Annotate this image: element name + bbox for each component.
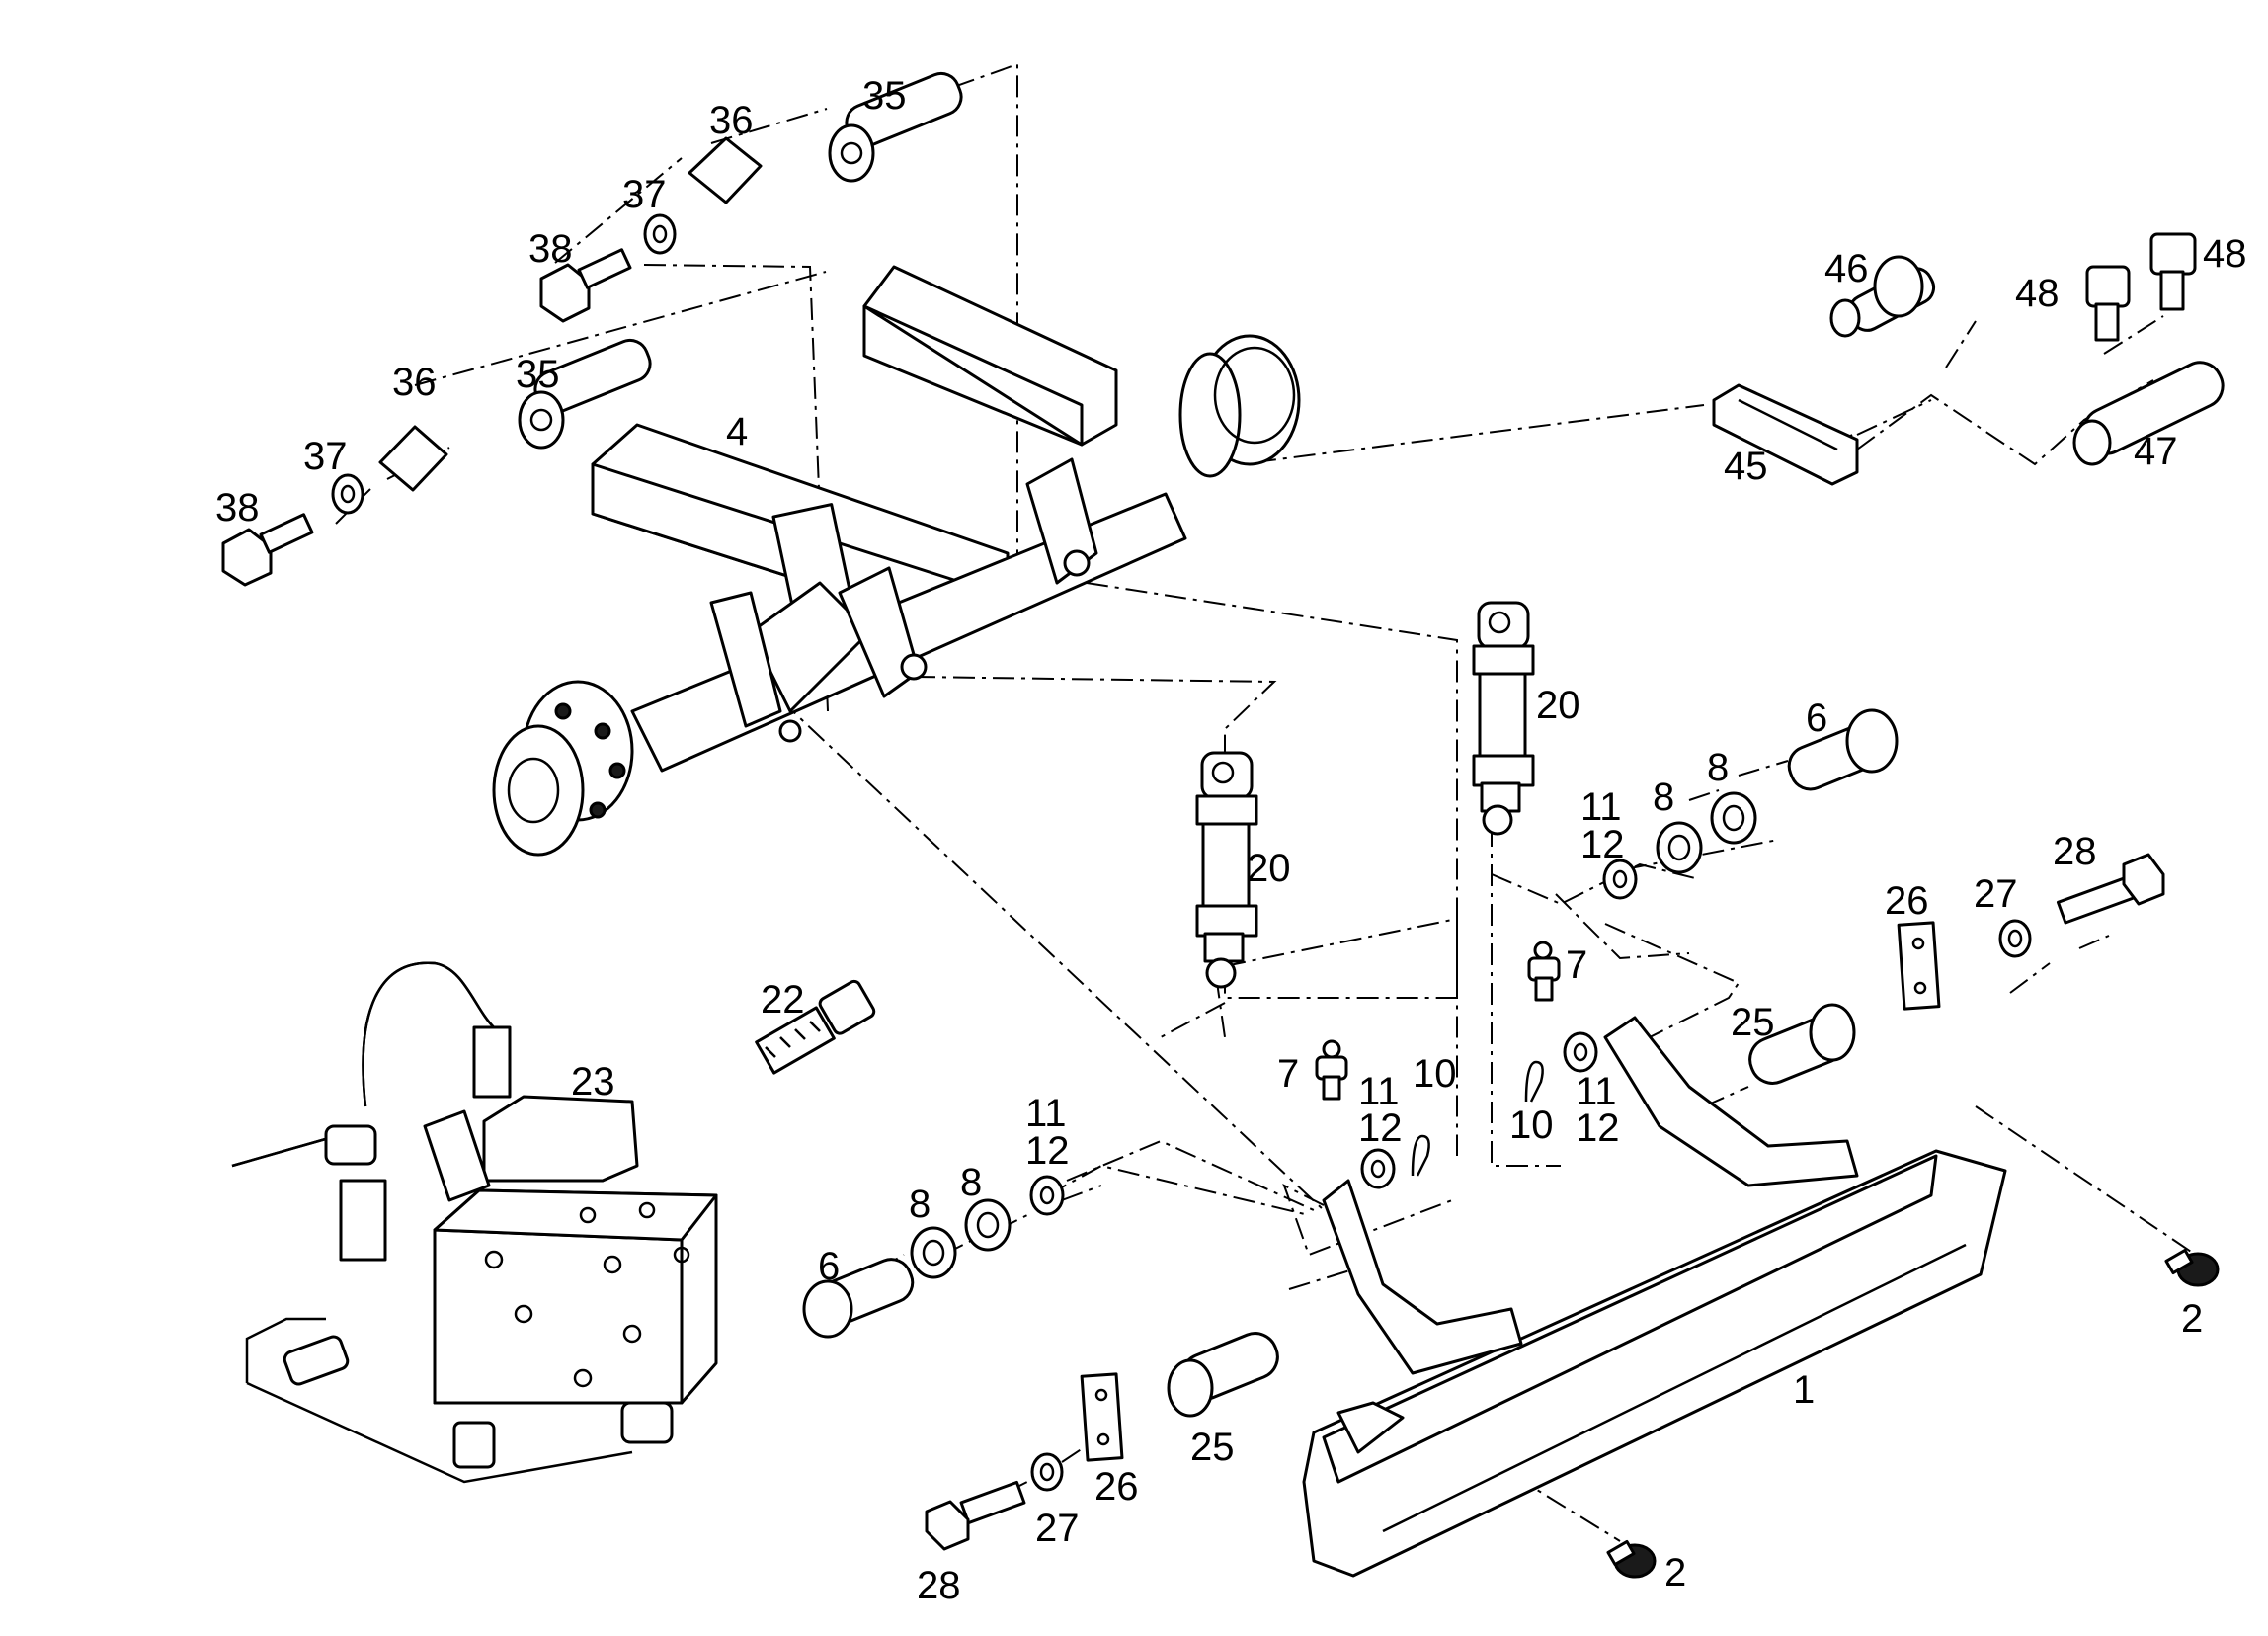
axle-assembly [492,265,1301,857]
callout-12-b: 12 [1358,1106,1403,1150]
callout-8-right-a: 8 [1707,746,1729,789]
grease-fitting-48b [2149,232,2197,311]
bushing-8-right-b [1656,821,1703,874]
pin-clip-10-right [1524,1060,1544,1103]
callout-37-lower: 37 [303,435,348,478]
cylinder-20-left [1195,751,1258,989]
pin-25-left [1167,1332,1279,1418]
callout-2-bottom: 2 [1664,1551,1686,1595]
callout-2-right: 2 [2181,1297,2203,1341]
bushing-8-right-a [1710,791,1757,845]
callout-26-left: 26 [1094,1465,1139,1509]
blade-arm-right [1603,1016,1859,1187]
grease-nipple-7-right [1527,941,1561,1002]
callout-7-right: 7 [1566,943,1587,987]
callout-6-right: 6 [1806,696,1827,740]
callout-12-c: 12 [1025,1129,1070,1173]
callout-8-left-a: 8 [909,1183,931,1226]
callout-48-left: 48 [2015,272,2060,315]
callout-36-upper: 36 [709,99,754,142]
callout-7-left: 7 [1277,1052,1299,1096]
pin-35-lower [518,338,652,450]
callout-47: 47 [2134,430,2178,473]
grease-fitting-48a [2085,265,2131,342]
washer-11-12-right-b [1563,1031,1598,1073]
callout-35-upper: 35 [862,74,907,118]
washer-11-12-right [1602,859,1638,900]
callout-23: 23 [571,1060,615,1104]
callout-25-right: 25 [1731,1001,1775,1044]
callout-36-lower: 36 [392,361,437,404]
plate-36-lower [378,425,448,492]
bushing-8-left-b [964,1198,1012,1252]
washer-27-right [1998,919,2032,958]
bolt-38-lower [221,513,314,587]
hose-fitting-22 [755,979,876,1075]
callout-27-right: 27 [1974,872,2018,916]
bolt-38-upper [539,248,632,323]
washer-37-upper [643,213,677,255]
callout-6-left: 6 [818,1245,840,1288]
pin-35-upper [828,71,963,183]
callout-45: 45 [1724,445,1768,488]
washer-37-lower [331,473,364,515]
callout-48-right: 48 [2203,232,2247,276]
callout-10-left: 10 [1509,1104,1554,1147]
callout-20-right: 20 [1536,684,1580,727]
callout-11-a: 11 [1580,785,1622,829]
washer-11-12-left-b [1360,1148,1396,1189]
callout-26-right: 26 [1885,879,1929,923]
pin-25-right [1748,1003,1856,1085]
pin-clip-10-left [1411,1134,1430,1177]
bolt-28-left [925,1480,1026,1551]
callout-11-b: 11 [1358,1070,1400,1113]
callout-28-right: 28 [2053,830,2097,873]
blade-1 [1302,1149,2007,1578]
callout-38-upper: 38 [528,227,573,271]
washer-11-12-left [1029,1175,1065,1216]
callout-20-left: 20 [1247,847,1291,890]
callout-12-a: 12 [1580,823,1625,866]
plate-26-right [1897,921,1941,1011]
callout-27-left: 27 [1035,1507,1080,1550]
bushing-8-left-a [910,1226,957,1279]
callout-37-upper: 37 [622,173,667,216]
callout-8-right-b: 8 [1653,776,1674,819]
plate-26-left [1080,1372,1124,1462]
callout-11-d: 11 [1576,1070,1617,1113]
grease-nipple-7-left [1315,1039,1348,1101]
sleeve-47 [2072,361,2225,466]
bolt-28-right [2056,853,2165,925]
pin-6-right [1787,708,1899,791]
valve-block-23 [423,1095,718,1405]
pin-6-left [802,1258,915,1339]
hydraulic-hoses [231,961,674,1484]
callout-labels: 1 2 2 4 6 6 7 7 8 8 8 8 10 10 11 11 11 1… [215,74,2247,1607]
pin-46 [1829,255,1936,338]
callout-28-left: 28 [917,1564,961,1607]
blade-bolt-2-bottom [1606,1539,1657,1579]
callout-35-lower: 35 [516,353,560,396]
callout-8-left-b: 8 [960,1161,982,1204]
callout-38-lower: 38 [215,486,260,530]
callout-1: 1 [1793,1368,1815,1412]
blade-bolt-2-right [2164,1248,2220,1287]
blade-arm-left [1322,1179,1523,1375]
callout-25-left: 25 [1190,1426,1235,1469]
callout-46: 46 [1824,247,1869,290]
link-45 [1712,383,1859,486]
callout-10-right: 10 [1413,1052,1457,1096]
callout-22: 22 [761,978,805,1022]
plate-36-upper [688,136,763,204]
washer-27-left [1030,1452,1064,1492]
callout-12-d: 12 [1576,1106,1620,1150]
callout-11-c: 11 [1025,1092,1067,1135]
callout-4: 4 [726,410,748,453]
cylinder-20-right [1472,601,1535,836]
